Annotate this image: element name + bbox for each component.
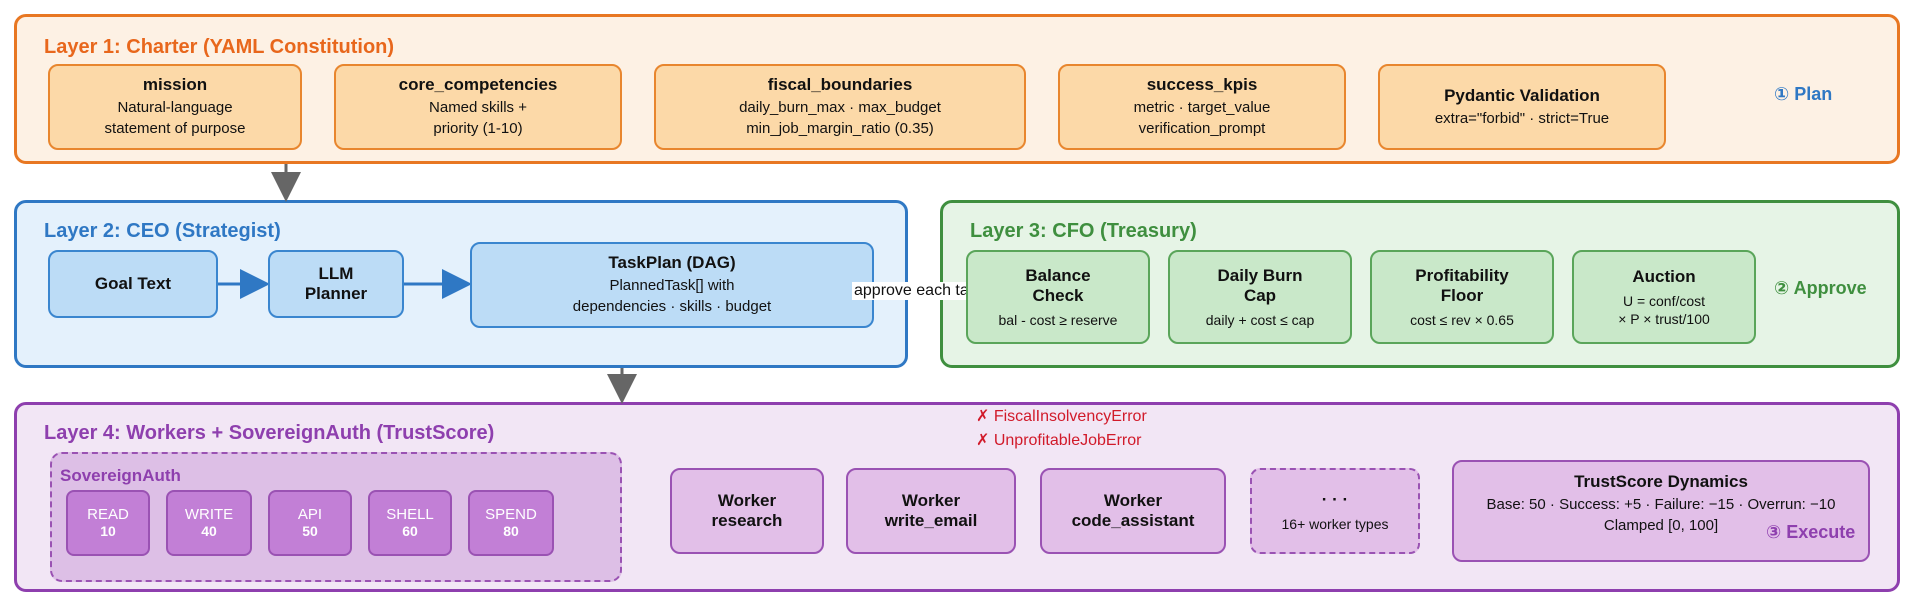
profitability-floor-title: Floor — [1440, 285, 1484, 305]
permission-shell: SHELL 60 — [368, 490, 452, 556]
permission-read: READ 10 — [66, 490, 150, 556]
fiscal-boundaries-box-title: fiscal_boundaries — [767, 75, 913, 94]
permission-value: 10 — [100, 523, 116, 539]
permission-value: 60 — [402, 523, 418, 539]
mission-box-line: statement of purpose — [104, 120, 246, 137]
daily-burn-cap-title: Cap — [1243, 285, 1277, 305]
workers-layer-title: Layer 4: Workers + SovereignAuth (TrustS… — [44, 422, 495, 444]
core-competencies-box-title: core_competencies — [398, 75, 558, 94]
auction-rule: × P × trust/100 — [1618, 310, 1710, 327]
fiscal-insolvency-error-label: ✗ FiscalInsolvencyError — [976, 408, 1147, 425]
permission-name: API — [297, 506, 323, 523]
profitability-floor-title: Profitability — [1415, 265, 1509, 285]
llm-planner-line: LLM — [318, 264, 354, 283]
mission-box-line: Natural-language — [117, 99, 233, 116]
core-competencies-box-line: priority (1-10) — [433, 120, 523, 137]
worker-name: code_assistant — [1071, 511, 1195, 530]
mission-box: mission Natural-language statement of pur… — [48, 64, 302, 150]
core-competencies-box-line: Named skills + — [429, 99, 527, 116]
more-workers-count: 16+ worker types — [1281, 515, 1389, 532]
pydantic-validation-box-line: extra="forbid" · strict=True — [1434, 109, 1610, 127]
trustscore-clamp: Clamped [0, 100] — [1603, 517, 1719, 534]
permission-value: 40 — [201, 523, 217, 539]
sovereign-auth-title: SovereignAuth — [60, 466, 181, 485]
permission-name: WRITE — [184, 506, 234, 523]
more-workers-ellipsis: · · · — [1321, 489, 1349, 509]
trustscore-rules: Base: 50 · Success: +5 · Failure: −15 · … — [1486, 496, 1836, 513]
daily-burn-cap-rule: daily + cost ≤ cap — [1205, 311, 1315, 328]
taskplan-dag-line: PlannedTask[] with — [609, 277, 735, 294]
pydantic-validation-box: Pydantic Validation extra="forbid" · str… — [1378, 64, 1666, 150]
worker-title: Worker — [717, 491, 777, 510]
cfo-layer-title: Layer 3: CFO (Treasury) — [970, 220, 1197, 242]
taskplan-dag-box: TaskPlan (DAG) PlannedTask[] with depende… — [470, 242, 874, 328]
balance-check-rule: bal - cost ≥ reserve — [998, 311, 1118, 328]
fiscal-boundaries-box-line: daily_burn_max · max_budget — [739, 99, 941, 116]
worker-name: write_email — [884, 511, 978, 530]
ceo-layer-title: Layer 2: CEO (Strategist) — [44, 220, 281, 242]
step-plan-label: ① Plan — [1774, 84, 1833, 104]
step-execute-label: ③ Execute — [1766, 522, 1856, 542]
balance-check-title: Balance — [1025, 265, 1091, 285]
mission-box-title: mission — [142, 75, 208, 94]
success-kpis-box-line: metric · target_value — [1133, 99, 1271, 116]
permission-value: 50 — [302, 523, 318, 539]
auction-box: Auction U = conf/cost× P × trust/100 — [1572, 250, 1756, 344]
permission-name: SHELL — [386, 506, 434, 523]
pydantic-validation-box-title: Pydantic Validation — [1444, 85, 1600, 105]
taskplan-dag-line: dependencies · skills · budget — [572, 298, 772, 315]
goal-text-box: Goal Text — [48, 250, 218, 318]
permission-spend: SPEND 80 — [468, 490, 554, 556]
permission-name: READ — [87, 506, 129, 523]
auction-title: Auction — [1632, 266, 1696, 286]
fiscal-boundaries-box-line: min_job_margin_ratio (0.35) — [746, 120, 934, 137]
trustscore-dynamics-box: TrustScore Dynamics Base: 50 · Success: … — [1452, 460, 1870, 562]
fiscal-boundaries-box: fiscal_boundaries daily_burn_max · max_b… — [654, 64, 1026, 150]
unprofitable-job-error-label: ✗ UnprofitableJobError — [976, 432, 1142, 449]
approve-each-task-label: approve each task — [852, 282, 987, 300]
permission-value: 80 — [503, 523, 519, 539]
charter-layer-title: Layer 1: Charter (YAML Constitution) — [44, 36, 395, 58]
balance-check-title: Check — [1032, 285, 1084, 305]
core-competencies-box: core_competencies Named skills + priority… — [334, 64, 622, 150]
worker-title: Worker — [1103, 491, 1163, 510]
step-approve-label: ② Approve — [1774, 278, 1867, 298]
connector-arrows — [218, 164, 637, 404]
more-workers-box: · · · 16+ worker types — [1250, 468, 1420, 554]
worker-title: Worker — [901, 491, 961, 510]
permission-api: API 50 — [268, 490, 352, 556]
profitability-floor-rule: cost ≤ rev × 0.65 — [1410, 311, 1514, 328]
taskplan-dag-title: TaskPlan (DAG) — [608, 253, 736, 272]
success-kpis-box-title: success_kpis — [1146, 75, 1258, 94]
success-kpis-box-line: verification_prompt — [1138, 120, 1266, 137]
daily-burn-cap-title: Daily Burn — [1217, 265, 1303, 285]
permission-write: WRITE 40 — [166, 490, 252, 556]
permission-name: SPEND — [485, 506, 537, 523]
trustscore-title: TrustScore Dynamics — [1574, 472, 1748, 491]
goal-text-label: Goal Text — [94, 274, 172, 293]
worker-name: research — [711, 511, 783, 530]
llm-planner-line: Planner — [304, 284, 368, 303]
auction-rule: U = conf/cost — [1622, 292, 1706, 309]
